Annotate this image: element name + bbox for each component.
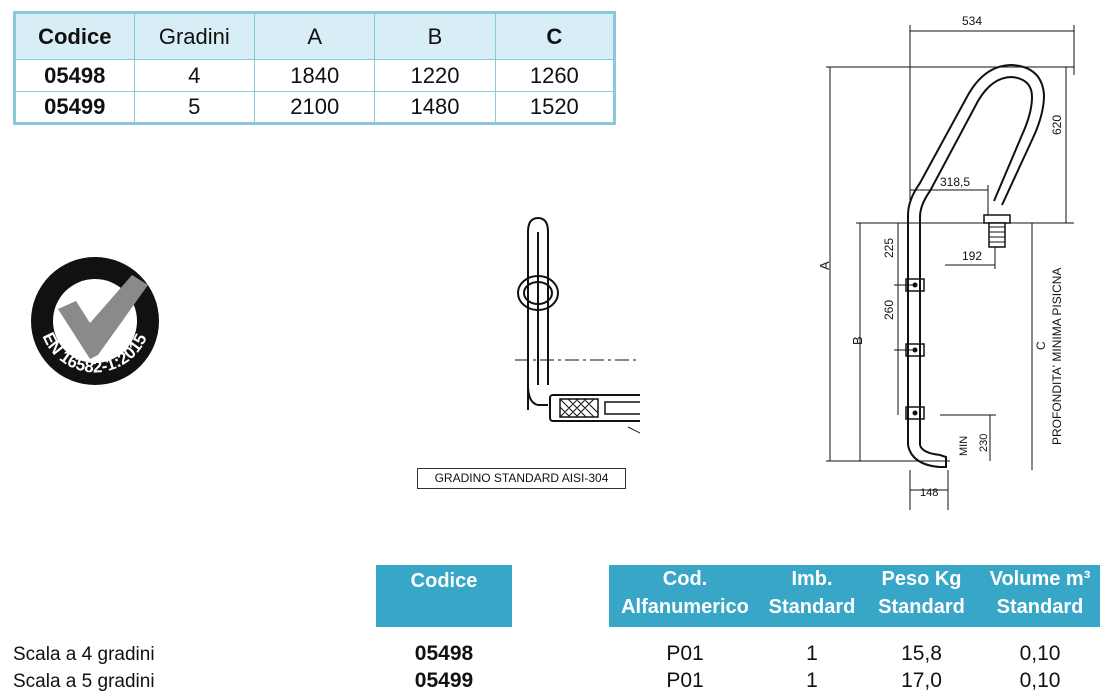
product-header-codice: Codice [376,565,512,627]
product-code: 05498 [414,642,474,665]
en-certification-badge: EN 16582-1:2015 [31,257,159,385]
header-gradini: Gradini [133,11,256,61]
header-line: Peso Kg [881,568,962,590]
header-cod-alfanumerico: Cod. Alfanumerico [609,565,761,627]
ladder-front-drawing [515,216,640,434]
header-line: Cod. [662,568,708,590]
product-alfa: P01 [666,642,704,665]
product-imb: 1 [806,642,818,665]
step-note-label: GRADINO STANDARD AISI-304 [417,468,626,489]
header-codice: Codice [14,11,135,61]
header-line: Standard [996,596,1084,618]
header-imb-standard: Imb. Standard [761,565,863,627]
cell-a: 2100 [254,91,376,124]
ladder-side-drawing [826,25,1075,510]
product-peso: 15,8 [901,642,942,665]
product-row-label: Scala a 5 gradini [13,671,155,692]
dim-230: 230 [978,433,990,452]
table-row: 05499 5 2100 1480 1520 [14,91,616,124]
product-header-group: Cod. Alfanumerico Imb. Standard Peso Kg … [609,565,1100,627]
dim-534: 534 [962,14,983,28]
product-code: 05499 [414,669,474,692]
cell-b: 1220 [374,59,496,93]
dim-318-5: 318,5 [940,175,971,189]
header-peso-standard: Peso Kg Standard [863,565,980,627]
header-volume-standard: Volume m³ Standard [980,565,1100,627]
header-codice-label: Codice [410,570,478,592]
header-line: Volume m³ [989,568,1091,590]
dim-620: 620 [1050,114,1064,135]
dim-225: 225 [882,237,896,258]
product-volume: 0,10 [1019,642,1061,665]
checkmark-icon [58,275,148,359]
cell-gradini: 4 [133,59,256,93]
cell-c: 1260 [494,59,616,93]
header-line: Standard [878,596,965,618]
product-alfa: P01 [666,669,704,692]
cell-c: 1520 [494,91,616,124]
cell-code: 05499 [14,91,135,124]
dim-260: 260 [882,299,896,320]
dim-148: 148 [920,487,939,499]
product-row-label: Scala a 4 gradini [13,644,155,665]
header-a: A [254,11,376,61]
dim-192: 192 [962,249,983,263]
header-b: B [374,11,496,61]
dim-min: MIN [958,435,970,456]
cell-b: 1480 [374,91,496,124]
dimensions-table: Codice Gradini A B C 05498 4 1840 1220 1… [13,11,616,125]
dim-c: C [1034,341,1048,350]
min-pool-depth-label: PROFONDITA' MINIMA PISICNA [1050,267,1064,445]
header-line: Imb. [791,568,833,590]
header-c: C [494,11,616,61]
header-line: Alfanumerico [621,596,749,618]
cell-gradini: 5 [133,91,256,124]
product-volume: 0,10 [1019,669,1061,692]
header-line: Standard [768,596,856,618]
dimensions-header-row: Codice Gradini A B C [14,11,616,61]
table-row: 05498 4 1840 1220 1260 [14,59,616,93]
cell-a: 1840 [254,59,376,93]
product-imb: 1 [806,669,818,692]
product-peso: 17,0 [901,669,942,692]
cell-code: 05498 [14,59,135,93]
dim-b: B [850,336,865,345]
dim-a: A [817,261,832,270]
